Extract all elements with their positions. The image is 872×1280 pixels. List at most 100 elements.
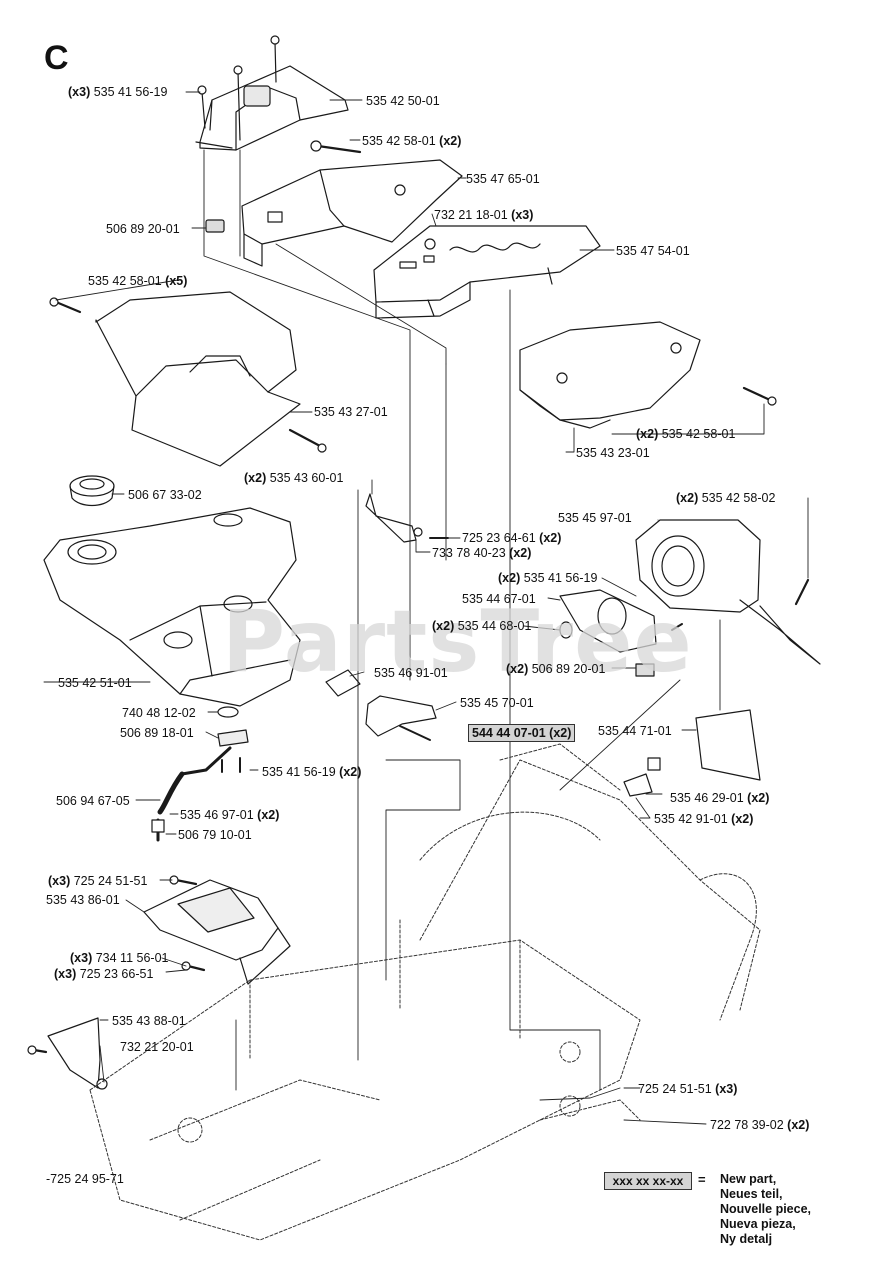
- part-number: 544 44 07-01: [472, 726, 546, 740]
- part-qty: (x3): [48, 874, 71, 888]
- legend-line: New part,: [720, 1172, 777, 1186]
- part-label[interactable]: 506 89 20-01: [106, 222, 180, 236]
- part-label[interactable]: (x2) 535 43 60-01: [244, 471, 343, 485]
- part-label[interactable]: 733 78 40-23 (x2): [432, 546, 531, 560]
- part-label[interactable]: (x2) 506 89 20-01: [506, 662, 605, 676]
- part-label[interactable]: 722 78 39-02 (x2): [710, 1118, 809, 1132]
- part-label[interactable]: 506 94 67-05: [56, 794, 130, 808]
- watermark: PartsTree: [222, 592, 693, 692]
- part-label[interactable]: 535 42 51-01: [58, 676, 132, 690]
- part-number: 506 89 18-01: [120, 726, 194, 740]
- section-letter: C: [44, 39, 69, 77]
- top-cover-part: [195, 35, 349, 151]
- part-label[interactable]: 535 42 58-01 (x5): [88, 274, 187, 288]
- part-number: 535 44 67-01: [462, 592, 536, 606]
- fuel-line-parts: [151, 706, 249, 842]
- part-qty: (x2): [432, 619, 455, 633]
- part-label[interactable]: 506 67 33-02: [128, 488, 202, 502]
- part-label[interactable]: 535 43 27-01: [314, 405, 388, 419]
- side-cover-part: [27, 1017, 108, 1090]
- part-label[interactable]: 535 46 29-01 (x2): [670, 791, 769, 805]
- part-number: 535 42 91-01: [654, 812, 728, 826]
- part-label[interactable]: 535 44 71-01: [598, 724, 672, 738]
- part-label[interactable]: 535 43 86-01: [46, 893, 120, 907]
- legend-new-part-swatch: xxx xx xx-xx: [604, 1172, 692, 1190]
- part-label[interactable]: 535 41 56-19 (x2): [262, 765, 361, 779]
- part-number: 506 94 67-05: [56, 794, 130, 808]
- part-number: 506 67 33-02: [128, 488, 202, 502]
- part-label[interactable]: 535 43 23-01: [576, 446, 650, 460]
- part-label[interactable]: 535 47 54-01: [616, 244, 690, 258]
- part-label[interactable]: -725 24 95-71: [46, 1172, 124, 1186]
- legend-line: Ny detalj: [720, 1232, 773, 1246]
- part-label[interactable]: (x3) 734 11 56-01: [70, 951, 168, 965]
- part-label[interactable]: (x2) 535 42 58-01: [636, 427, 735, 441]
- part-label[interactable]: 535 47 65-01: [466, 172, 540, 186]
- right-fender-part: [519, 321, 777, 429]
- part-number: -725 24 95-71: [46, 1172, 124, 1186]
- part-qty: (x3): [70, 951, 93, 965]
- part-qty: (x2): [439, 134, 462, 148]
- part-qty: (x3): [511, 208, 534, 222]
- part-qty: (x2): [339, 765, 362, 779]
- part-label[interactable]: 535 42 91-01 (x2): [654, 812, 753, 826]
- part-number: 535 44 68-01: [457, 619, 532, 633]
- part-label[interactable]: 535 43 88-01: [112, 1014, 186, 1028]
- part-qty: (x2): [787, 1118, 810, 1132]
- part-label[interactable]: 732 21 18-01 (x3): [434, 208, 533, 222]
- part-number: 733 78 40-23: [432, 546, 506, 560]
- legend-text: New part, Neues teil, Nouvelle piece, Nu…: [720, 1172, 811, 1247]
- part-label[interactable]: 535 42 50-01: [366, 94, 440, 108]
- part-number: 535 46 91-01: [374, 666, 448, 680]
- part-qty: (x3): [715, 1082, 738, 1096]
- part-qty: (x2): [539, 531, 562, 545]
- part-number: 535 46 97-01: [180, 808, 254, 822]
- part-label[interactable]: 535 45 97-01: [558, 511, 632, 525]
- legend-line: Nueva pieza,: [720, 1217, 796, 1231]
- part-number: 535 46 29-01: [670, 791, 744, 805]
- part-label[interactable]: (x3) 535 41 56-19: [68, 85, 167, 99]
- light-housing-part: [635, 519, 821, 665]
- part-qty: (x5): [165, 274, 188, 288]
- part-qty: (x3): [54, 967, 77, 981]
- part-number: 722 78 39-02: [710, 1118, 784, 1132]
- part-number: 725 24 51-51: [638, 1082, 712, 1096]
- dashboard-plate-part: [373, 225, 601, 319]
- headlight-part: [559, 589, 683, 677]
- mount-bracket-part: [623, 757, 661, 797]
- part-label[interactable]: 535 46 97-01 (x2): [180, 808, 279, 822]
- part-number: 732 21 18-01: [434, 208, 508, 222]
- part-number: 535 42 58-01: [88, 274, 162, 288]
- part-number: 535 47 65-01: [466, 172, 540, 186]
- part-label[interactable]: (x2) 535 41 56-19: [498, 571, 597, 585]
- part-number: 535 42 58-01: [362, 134, 436, 148]
- part-number: 535 43 27-01: [314, 405, 388, 419]
- part-label[interactable]: (x2) 535 44 68-01: [432, 619, 531, 633]
- part-label[interactable]: 732 21 20-01: [120, 1040, 194, 1054]
- new-part-label[interactable]: 544 44 07-01 (x2): [468, 724, 576, 742]
- part-label[interactable]: 725 24 51-51 (x3): [638, 1082, 737, 1096]
- part-number: 506 89 20-01: [531, 662, 606, 676]
- part-label[interactable]: 535 46 91-01: [374, 666, 448, 680]
- part-number: 535 41 56-19: [523, 571, 598, 585]
- part-number: 535 47 54-01: [616, 244, 690, 258]
- part-label[interactable]: 535 45 70-01: [460, 696, 534, 710]
- part-number: 535 42 51-01: [58, 676, 132, 690]
- part-label[interactable]: 535 42 58-01 (x2): [362, 134, 461, 148]
- part-label[interactable]: 535 44 67-01: [462, 592, 536, 606]
- part-number: 732 21 20-01: [120, 1040, 194, 1054]
- part-qty: (x2): [509, 546, 532, 560]
- part-label[interactable]: (x3) 725 23 66-51: [54, 967, 153, 981]
- part-number: 535 42 58-01: [661, 427, 736, 441]
- part-label[interactable]: 740 48 12-02: [122, 706, 196, 720]
- legend-line: Nouvelle piece,: [720, 1202, 812, 1216]
- part-label[interactable]: 725 23 64-61 (x2): [462, 531, 561, 545]
- part-number: 725 23 64-61: [462, 531, 536, 545]
- part-qty: (x2): [731, 812, 754, 826]
- part-label[interactable]: 506 79 10-01: [178, 828, 252, 842]
- part-label[interactable]: 506 89 18-01: [120, 726, 194, 740]
- legend-equals: =: [698, 1172, 706, 1187]
- part-qty: (x2): [244, 471, 267, 485]
- part-label[interactable]: (x2) 535 42 58-02: [676, 491, 775, 505]
- part-label[interactable]: (x3) 725 24 51-51: [48, 874, 147, 888]
